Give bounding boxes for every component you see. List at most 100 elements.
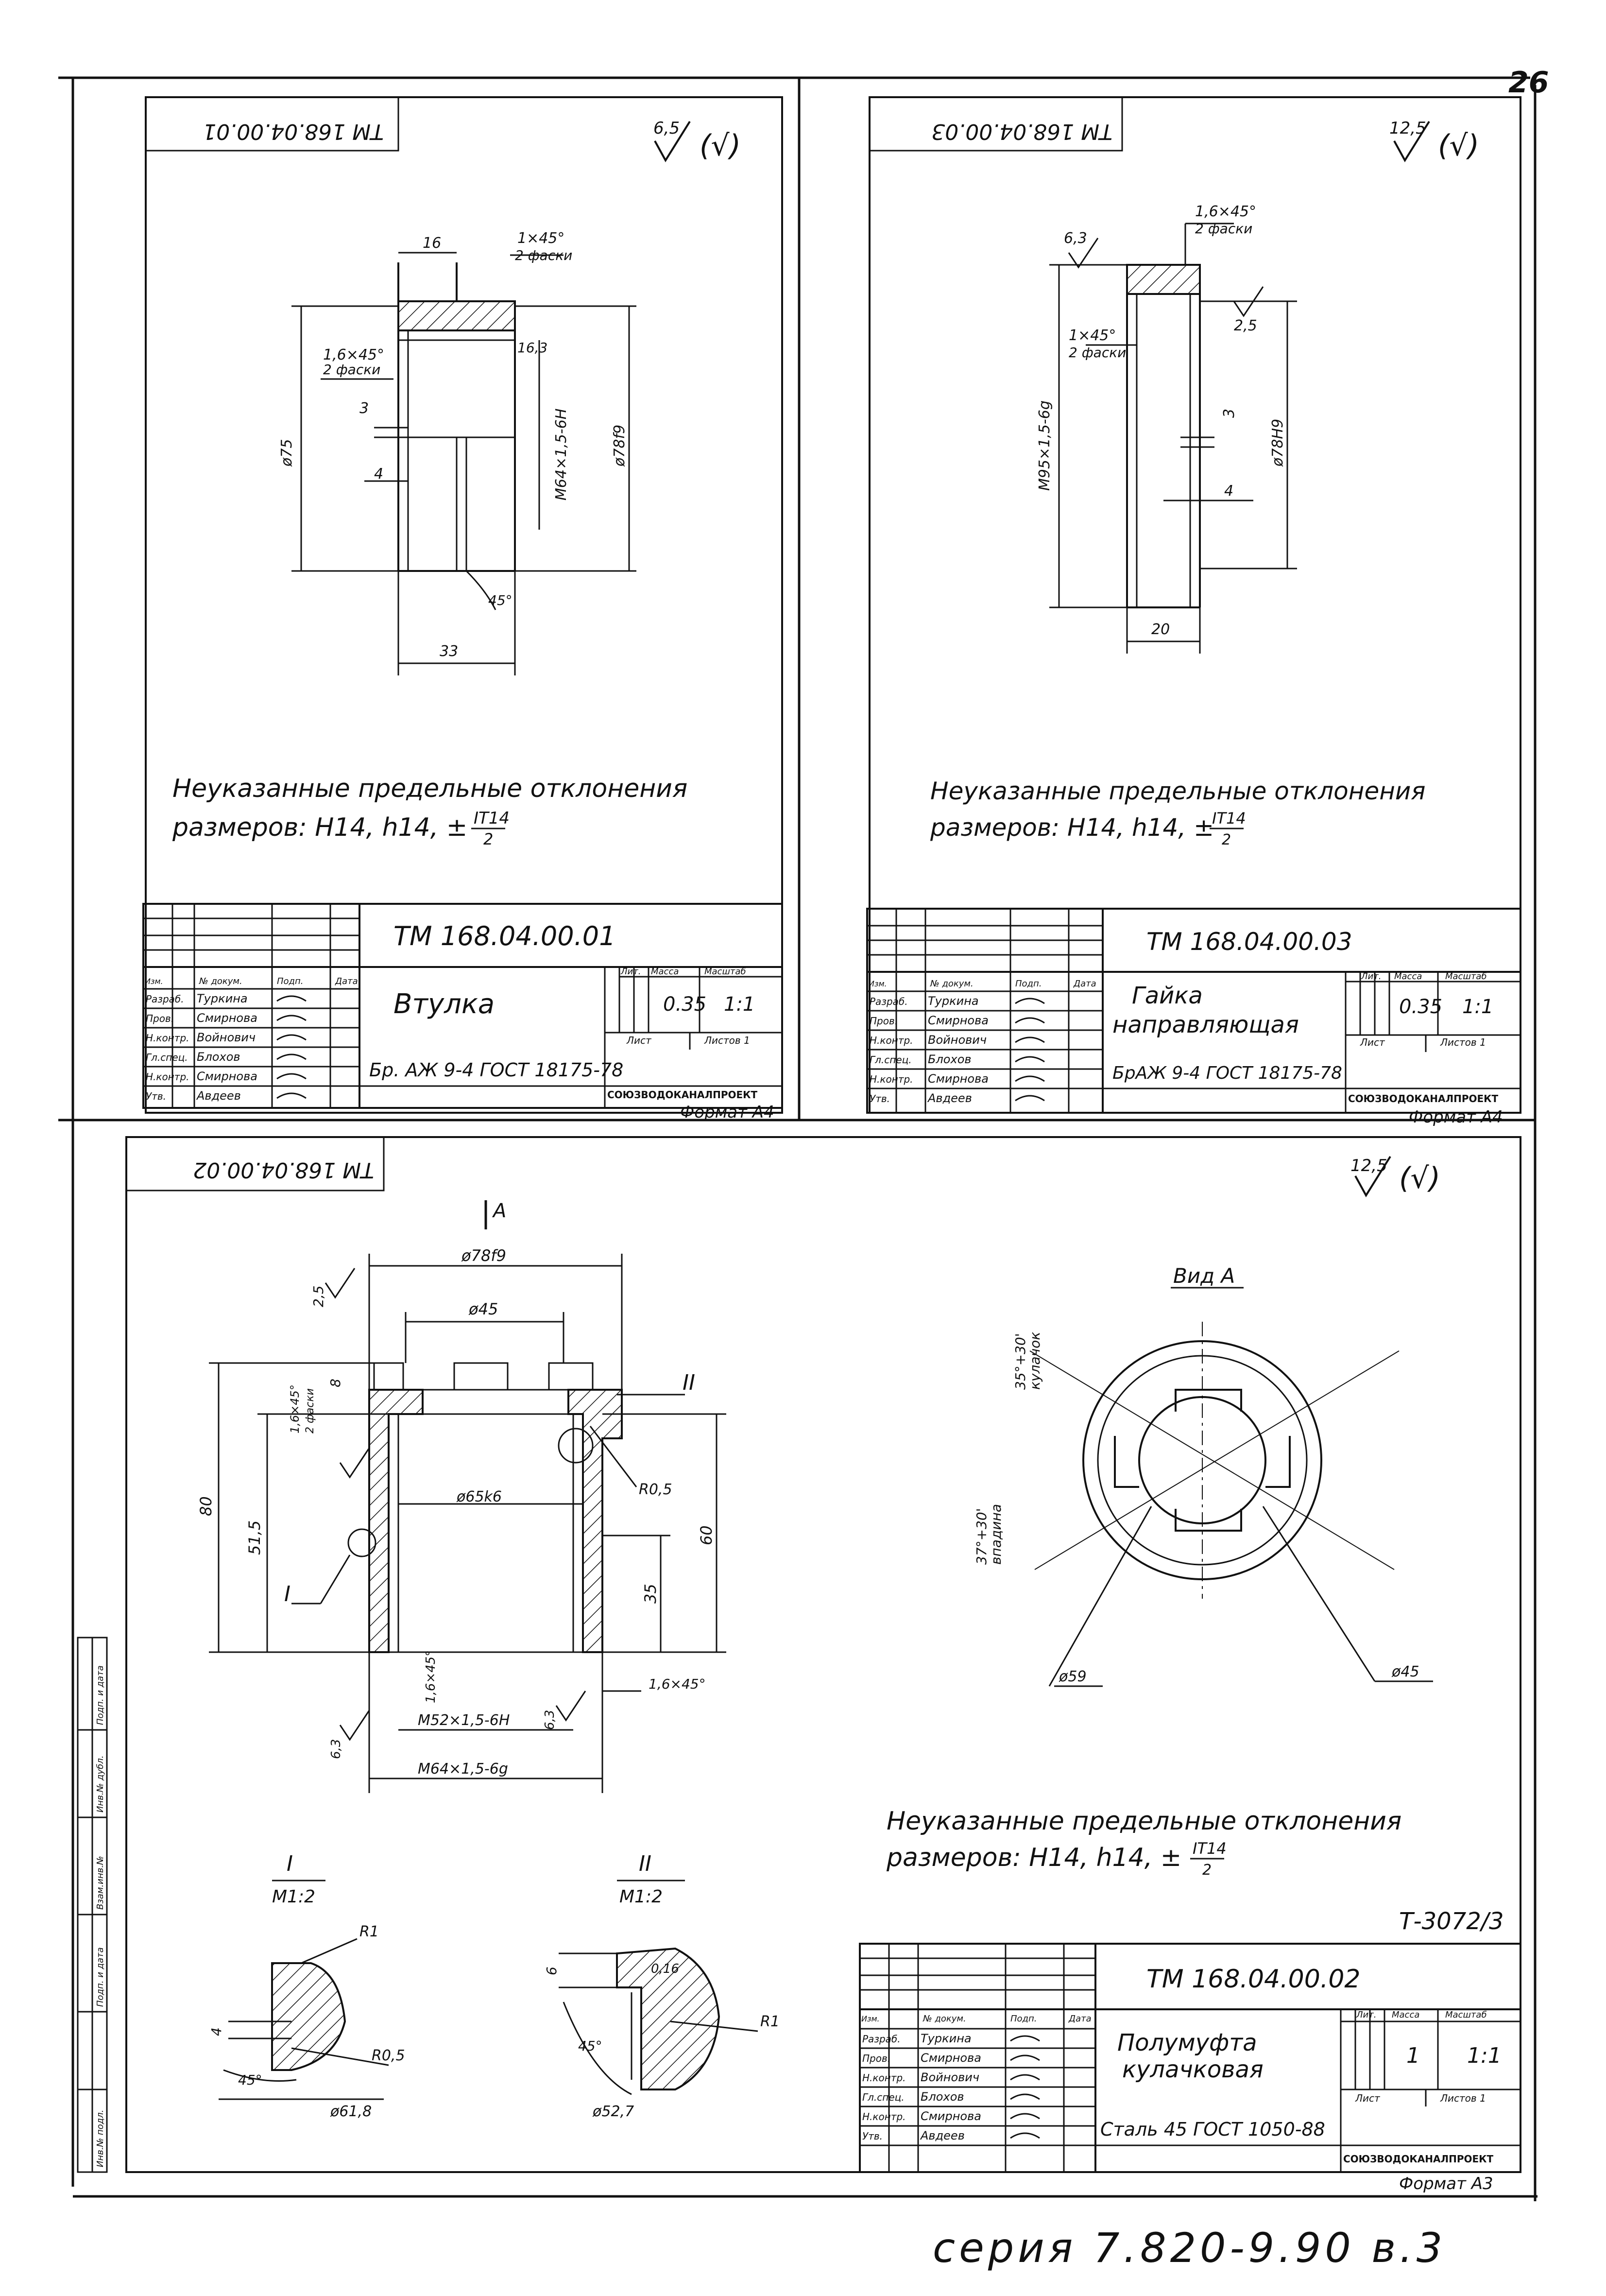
svg-text:Авдеев: Авдеев	[196, 1089, 241, 1103]
svg-text:2 фаски: 2 фаски	[304, 1388, 316, 1433]
svg-text:16,3: 16,3	[517, 340, 547, 356]
svg-text:Смирнова: Смирнова	[197, 1070, 257, 1083]
svg-text:51,5: 51,5	[245, 1520, 264, 1555]
svg-text:А: А	[492, 1200, 506, 1222]
svg-text:СОЮЗВОДОКАНАЛПРОЕКТ: СОЮЗВОДОКАНАЛПРОЕКТ	[1343, 2153, 1493, 2165]
svg-text:0.35: 0.35	[1399, 996, 1442, 1018]
panel-bushing: ТМ 168.04.00.01 6,5 (√)	[142, 96, 783, 1122]
inverted-code: ТМ 168.04.00.01	[203, 119, 384, 144]
panel-nut: ТМ 168.04.00.03 12,5 (√)	[866, 96, 1521, 1127]
nut-dims: 1,6×45° 2 фаски 6,3 2,5 1×45° 2 фаски М9…	[1036, 203, 1286, 638]
view-a: Вид А 35°+30' кулачок 37°+30' впадина ø5…	[974, 1264, 1433, 1687]
svg-text:Масштаб: Масштаб	[1445, 971, 1487, 982]
svg-text:Втулка: Втулка	[393, 988, 495, 1020]
svg-text:R1: R1	[760, 2013, 780, 2030]
svg-text:1: 1	[1406, 2043, 1420, 2068]
svg-text:Формат А4: Формат А4	[1409, 1107, 1503, 1127]
svg-text:R0,5: R0,5	[372, 2047, 405, 2064]
svg-text:Вид А: Вид А	[1173, 1264, 1235, 1288]
svg-text:кулачок: кулачок	[1027, 1332, 1043, 1390]
svg-text:1:1: 1:1	[1467, 2043, 1502, 2068]
svg-text:Разраб.: Разраб.	[870, 996, 908, 1007]
detail-i: I М1:2 R1 4 45° R0,5 ø61,8	[208, 1851, 405, 2120]
svg-text:1:1: 1:1	[724, 993, 755, 1016]
bushing-drawing	[291, 252, 636, 675]
svg-text:Туркина: Туркина	[921, 2032, 972, 2045]
svg-text:М64×1,5-6Н: М64×1,5-6Н	[553, 409, 570, 501]
svg-text:2 фаски: 2 фаски	[515, 247, 572, 263]
svg-text:Подп. и дата: Подп. и дата	[95, 1947, 105, 2007]
coupling-dims: ø78f9 2,5 ø45 8 1,6×45° 2 фаски R0,5 ø65…	[197, 1246, 716, 1778]
svg-text:0.35: 0.35	[663, 993, 706, 1016]
svg-text:ø59: ø59	[1059, 1668, 1087, 1685]
svg-text:Войнович: Войнович	[928, 1033, 987, 1047]
svg-text:Неуказанные предельные отклоне: Неуказанные предельные отклонения	[930, 777, 1425, 805]
svg-text:Листов 1: Листов 1	[1440, 2092, 1486, 2104]
svg-text:Подп. и дата: Подп. и дата	[95, 1665, 105, 1725]
svg-text:СОЮЗВОДОКАНАЛПРОЕКТ: СОЮЗВОДОКАНАЛПРОЕКТ	[1348, 1093, 1498, 1105]
svg-text:Масштаб: Масштаб	[704, 967, 746, 977]
svg-text:45°: 45°	[488, 592, 513, 608]
svg-text:Пров.: Пров.	[870, 1015, 898, 1027]
svg-text:№ докум.: № докум.	[199, 976, 242, 986]
svg-text:Разраб.: Разраб.	[862, 2033, 901, 2045]
svg-text:Гл.спец.: Гл.спец.	[146, 1052, 188, 1063]
svg-text:IT14: IT14	[1193, 1839, 1227, 1858]
svg-text:6,5: 6,5	[653, 119, 680, 138]
svg-text:1,6×45°: 1,6×45°	[288, 1384, 302, 1433]
svg-text:Н.контр.: Н.контр.	[862, 2111, 906, 2123]
svg-text:2,5: 2,5	[1234, 317, 1257, 334]
svg-text:Дата: Дата	[1068, 2014, 1092, 2024]
svg-text:Подп.: Подп.	[1015, 979, 1042, 989]
svg-text:Формат А3: Формат А3	[1399, 2174, 1493, 2193]
svg-text:35: 35	[641, 1584, 660, 1604]
sheet-frame	[58, 76, 1538, 2201]
svg-text:Блохов: Блохов	[197, 1050, 240, 1064]
svg-text:Дата: Дата	[335, 976, 358, 986]
svg-text:Масса: Масса	[1392, 2010, 1419, 2020]
svg-text:R0,5: R0,5	[639, 1481, 672, 1498]
svg-text:размеров: Н14, h14, ±: размеров: Н14, h14, ±	[886, 1843, 1181, 1872]
svg-text:Авдеев: Авдеев	[920, 2129, 965, 2142]
svg-text:впадина: впадина	[988, 1504, 1004, 1565]
svg-text:ø78Н9: ø78Н9	[1269, 419, 1286, 467]
svg-text:4: 4	[208, 2027, 224, 2036]
svg-text:3: 3	[1221, 409, 1238, 418]
svg-text:2: 2	[483, 830, 493, 848]
svg-text:I: I	[284, 1582, 290, 1606]
svg-text:6,3: 6,3	[329, 1739, 343, 1759]
svg-text:направляющая: направляющая	[1112, 1011, 1299, 1038]
svg-text:размеров: Н14, h14, ±: размеров: Н14, h14, ±	[172, 813, 467, 842]
svg-text:Формат А4: Формат А4	[680, 1103, 774, 1122]
svg-text:1×45°: 1×45°	[517, 230, 564, 247]
svg-text:Пров.: Пров.	[146, 1013, 174, 1024]
svg-text:Неуказанные предельные отклоне: Неуказанные предельные отклонения	[887, 1807, 1401, 1836]
svg-text:Лит.: Лит.	[1356, 2010, 1376, 2020]
svg-text:33: 33	[440, 643, 458, 660]
svg-text:Инв.№ подл.: Инв.№ подл.	[95, 2110, 105, 2167]
svg-text:Лист: Лист	[1355, 2092, 1381, 2104]
svg-text:Пров.: Пров.	[862, 2053, 890, 2064]
svg-text:ø75: ø75	[278, 439, 295, 467]
svg-text:1,6×45°: 1,6×45°	[323, 346, 384, 363]
svg-text:Туркина: Туркина	[928, 994, 979, 1008]
svg-text:45°: 45°	[238, 2072, 262, 2088]
svg-text:БрАЖ 9-4 ГОСТ 18175-78: БрАЖ 9-4 ГОСТ 18175-78	[1112, 1063, 1342, 1083]
svg-text:М64×1,5-6g: М64×1,5-6g	[418, 1761, 508, 1778]
roughness-mark: 6,5 (√)	[653, 119, 741, 163]
svg-text:1:1: 1:1	[1462, 996, 1493, 1018]
title-block: ТМ 168.04.00.03 Гайка направляющая БрАЖ …	[866, 908, 1521, 1114]
svg-text:ø78f9: ø78f9	[461, 1246, 506, 1265]
svg-text:2: 2	[1222, 831, 1231, 848]
svg-text:IT14: IT14	[474, 809, 510, 828]
roughness-mark: 12,5 (√)	[1389, 119, 1479, 163]
svg-text:12,5: 12,5	[1389, 119, 1426, 138]
svg-text:№ докум.: № докум.	[923, 2014, 966, 2024]
svg-text:Н.контр.: Н.контр.	[862, 2072, 906, 2084]
svg-text:Сталь 45 ГОСТ 1050-88: Сталь 45 ГОСТ 1050-88	[1100, 2119, 1325, 2140]
title-block: ТМ 168.04.00.01 Втулка Бр. АЖ 9-4 ГОСТ 1…	[142, 903, 783, 1109]
svg-text:Смирнова: Смирнова	[928, 1072, 989, 1086]
svg-text:ø52,7: ø52,7	[592, 2103, 634, 2120]
svg-text:6,3: 6,3	[543, 1710, 557, 1730]
